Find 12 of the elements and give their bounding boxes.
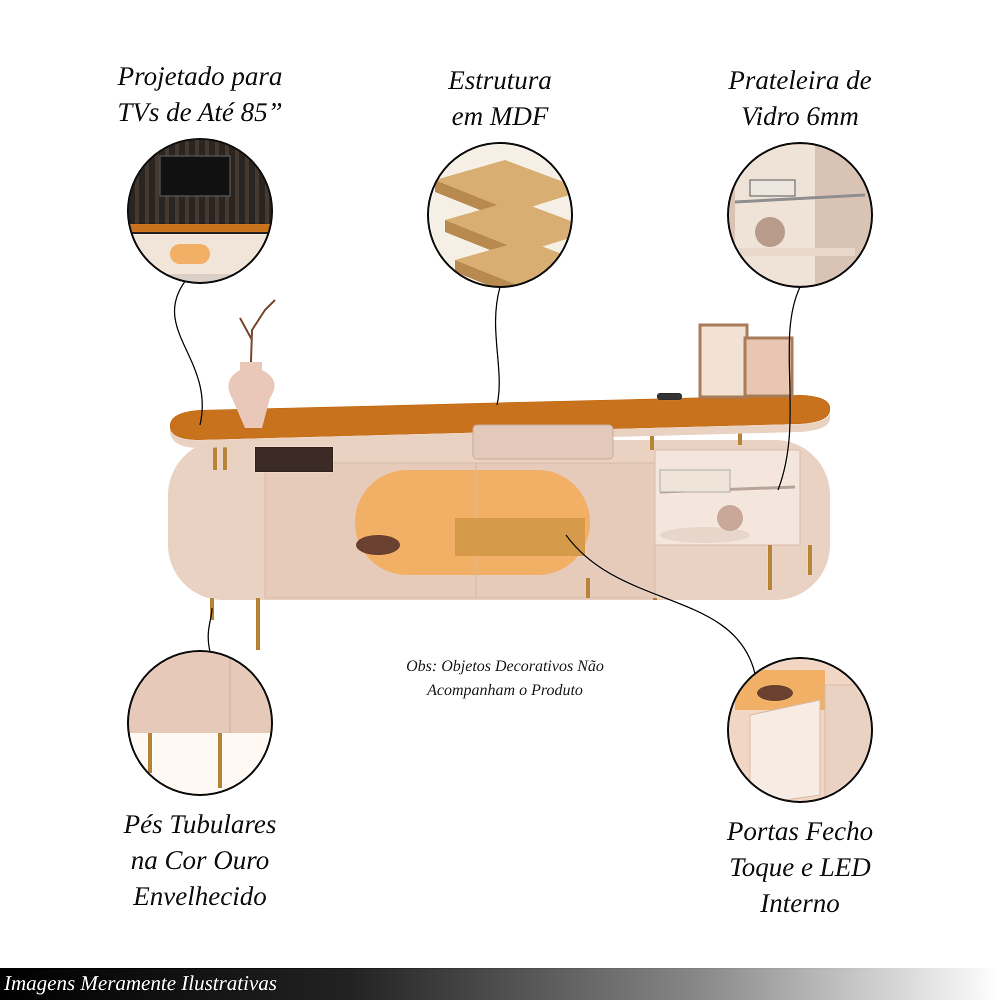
callout-heading: Pés Tubulares na Cor Ouro Envelhecido	[122, 808, 278, 913]
callout-heading: Projetado para TVs de Até 85”	[116, 60, 284, 129]
leader-line	[174, 281, 203, 426]
leader-line	[494, 286, 501, 406]
callout-heading: Prateleira de Vidro 6mm	[727, 64, 873, 133]
leader-line	[208, 608, 213, 652]
disclaimer-text: Imagens Meramente Ilustrativas	[4, 971, 277, 996]
callout-heading: Estrutura em MDF	[447, 64, 553, 133]
leader-line	[566, 534, 756, 674]
leader-line	[777, 286, 801, 490]
note-text: Obs: Objetos Decorativos Não Acompanham o Produto	[405, 657, 605, 701]
callout-heading: Portas Fecho Toque e LED Interno	[726, 815, 874, 920]
